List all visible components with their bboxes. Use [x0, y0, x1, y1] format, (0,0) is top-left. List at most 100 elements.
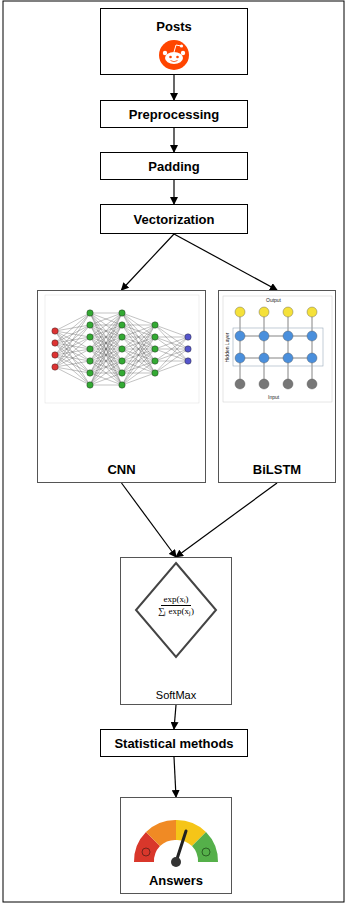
network-link: [122, 325, 155, 349]
network-link: [90, 361, 122, 385]
node-label: Vectorization: [134, 212, 215, 227]
network-link: [90, 325, 122, 385]
network-neuron: [152, 358, 158, 364]
network-link: [122, 313, 155, 361]
lstm-unit: [283, 353, 293, 363]
process-box: Vectorization: [100, 204, 248, 234]
lstm-unit: [307, 353, 317, 363]
network-link: [90, 313, 122, 349]
hidden-layer-frame: [233, 328, 323, 366]
lstm-unit: [259, 353, 269, 363]
flow-arrow: [122, 234, 175, 290]
network-link: [90, 349, 122, 385]
network-neuron: [52, 352, 58, 358]
image-label: Hidden Layer: [225, 333, 230, 363]
network-link: [122, 325, 155, 326]
lstm-unit: [235, 379, 245, 389]
process-box: Statistical methods: [100, 729, 248, 757]
network-neuron: [185, 358, 191, 364]
flow-arrow: [174, 234, 277, 290]
network-link: [155, 337, 188, 361]
network-neuron: [119, 382, 125, 388]
lstm-unit: [235, 307, 245, 317]
lstm-unit: [259, 307, 269, 317]
network-link: [90, 349, 122, 385]
flow-arrow: [174, 757, 176, 797]
network-link: [155, 361, 188, 373]
network-link: [122, 313, 155, 325]
network-link: [90, 373, 122, 385]
lstm-unit: [283, 331, 293, 341]
network-link: [90, 325, 122, 385]
network-neuron: [52, 328, 58, 334]
network-link: [122, 337, 155, 385]
model-box: CNN: [37, 290, 206, 483]
network-neuron: [152, 322, 158, 328]
lstm-unit: [235, 331, 245, 341]
network-link: [90, 313, 122, 314]
node-label: SoftMax: [156, 689, 196, 701]
network-link: [90, 313, 122, 337]
node-label: CNN: [107, 462, 135, 477]
flow-arrow: [176, 483, 277, 557]
network-link: [155, 337, 188, 338]
network-link: [155, 337, 188, 361]
network-link: [55, 355, 90, 373]
softmax-diamond: [136, 563, 216, 657]
network-neuron: [52, 364, 58, 370]
outer-frame: [3, 1, 344, 902]
network-link: [155, 337, 188, 349]
lstm-unit: [259, 379, 269, 389]
lstm-unit: [307, 331, 317, 341]
network-link: [55, 313, 90, 331]
node-label: Preprocessing: [129, 107, 219, 122]
node-label: Answers: [149, 873, 203, 888]
lstm-unit: [307, 379, 317, 389]
network-link: [122, 325, 155, 361]
network-link: [55, 313, 90, 367]
process-box: Preprocessing: [100, 100, 248, 128]
network-link: [122, 325, 155, 385]
network-link: [122, 325, 155, 349]
network-link: [55, 331, 90, 373]
lstm-unit: [235, 353, 245, 363]
network-neuron: [185, 346, 191, 352]
image-label: Input: [268, 395, 279, 400]
network-neuron: [119, 322, 125, 328]
network-link: [55, 313, 90, 355]
node-label: Statistical methods: [114, 736, 233, 751]
lstm-unit: [283, 379, 293, 389]
network-neuron: [87, 370, 93, 376]
network-link: [90, 361, 122, 385]
network-link: [90, 313, 122, 385]
network-link: [90, 373, 122, 385]
network-neuron: [119, 310, 125, 316]
lstm-link: [288, 312, 289, 384]
network-link: [90, 313, 122, 361]
network-neuron: [87, 322, 93, 328]
network-link: [122, 325, 155, 361]
network-link: [55, 343, 90, 373]
network-link: [55, 361, 90, 367]
network-link: [90, 313, 122, 349]
network-link: [90, 385, 122, 386]
network-neuron: [87, 358, 93, 364]
reddit-icon: [159, 40, 189, 70]
network-link: [155, 337, 188, 373]
network-link: [90, 313, 122, 361]
flow-arrow: [173, 180, 174, 204]
network-link: [122, 313, 155, 337]
formula-denominator: ∑ⱼ exp(xⱼ): [158, 606, 194, 617]
lstm-link: [312, 312, 313, 384]
flow-arrow: [173, 75, 174, 100]
network-link: [90, 313, 122, 373]
softmax-box: exp(xᵢ)∑ⱼ exp(xⱼ)SoftMax: [120, 557, 232, 705]
lstm-link: [240, 358, 312, 359]
network-link: [122, 349, 155, 385]
input-box: Posts: [100, 8, 248, 75]
network-link: [55, 349, 90, 367]
flow-arrow: [122, 483, 177, 557]
flow-arrow: [173, 128, 174, 152]
network-link: [155, 349, 188, 373]
network-neuron: [152, 346, 158, 352]
